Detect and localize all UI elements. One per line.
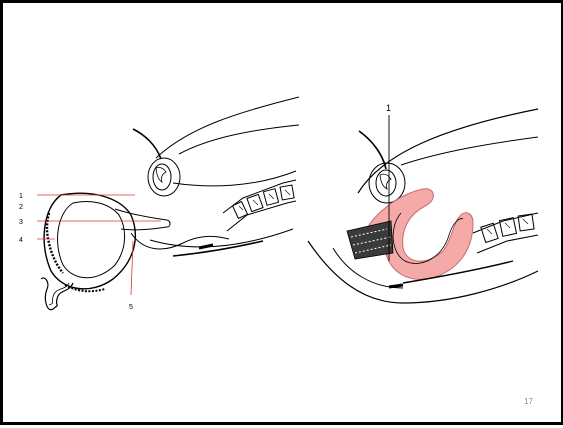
slide-page-number: 17 — [524, 397, 533, 406]
left-figure — [37, 97, 299, 310]
left-label-1: 1 — [19, 193, 23, 200]
left-dangling-tube — [41, 278, 73, 310]
left-label-2: 2 — [19, 204, 23, 211]
left-abdominal-wall — [173, 171, 296, 186]
right-umbilical-ring-inner — [376, 170, 396, 196]
leader-line-5 — [131, 241, 133, 295]
embryology-sagittal-diagrams: 1 2 3 4 5 — [3, 3, 563, 428]
left-stalk-tip — [167, 220, 170, 227]
left-vertebral-column — [223, 180, 296, 231]
right-vertebral-column — [473, 213, 538, 253]
left-cord-line — [133, 129, 161, 159]
left-label-5: 5 — [129, 304, 133, 311]
left-sac-inner — [58, 202, 125, 278]
right-dark-region — [347, 221, 393, 259]
left-label-3: 3 — [19, 219, 23, 226]
left-sac-wall-texture — [47, 213, 63, 273]
left-body-outline-inner — [179, 125, 299, 154]
left-ventral-line — [150, 229, 293, 247]
right-body-outline-inner — [401, 137, 538, 165]
left-umbilical-vessels — [156, 168, 166, 183]
right-label-1: 1 — [386, 103, 391, 113]
left-lower-line — [173, 241, 263, 256]
right-figure — [308, 109, 538, 303]
left-label-4: 4 — [19, 237, 23, 244]
right-body-outline-upper — [358, 109, 538, 193]
left-stalk-upper — [115, 209, 167, 220]
left-stalk-lower — [121, 227, 167, 230]
right-dark-segment — [389, 285, 403, 287]
left-dark-segment — [199, 245, 213, 248]
